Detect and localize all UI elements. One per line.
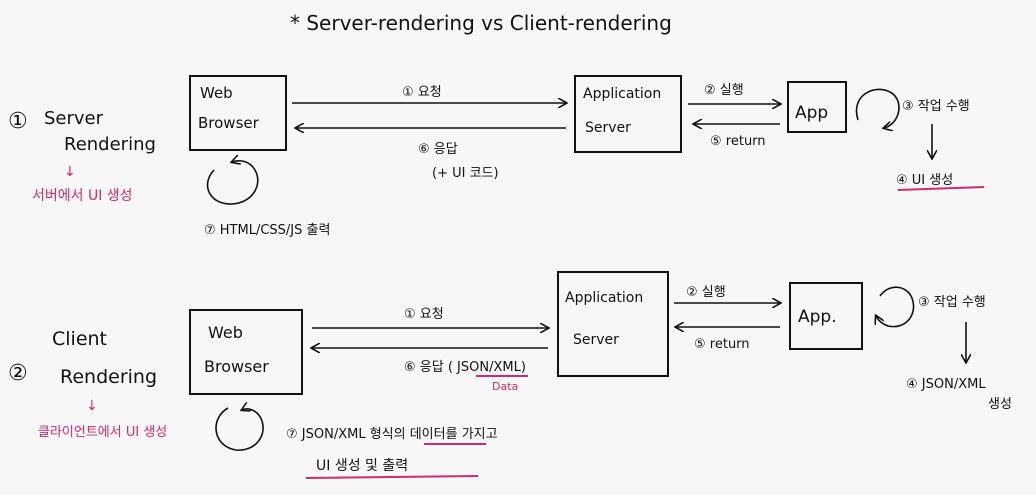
- client-step6-label: ⑥ 응답 ( JSON/XML): [404, 360, 526, 375]
- client-label-line2: Rendering: [60, 366, 157, 388]
- server-browser-line1: Web: [200, 84, 233, 102]
- client-browser-line1: Web: [208, 323, 243, 342]
- server-app-label: App: [795, 103, 828, 123]
- server-rendering-section: ① Server Rendering ↓ 서버에서 UI 생성 Web Brow…: [8, 75, 985, 238]
- client-data-note: Data: [492, 380, 518, 393]
- client-app-label: App.: [798, 307, 837, 327]
- server-step6-line1: ⑥ 응답: [418, 142, 458, 157]
- server-step6-line2: (+ UI 코드): [432, 166, 499, 181]
- server-label-line2: Rendering: [64, 134, 156, 155]
- client-step5-label: ⑤ return: [694, 337, 750, 352]
- server-step4-underline: [897, 186, 985, 191]
- client-step7-underline: [305, 475, 479, 479]
- server-appserver-box: [574, 75, 682, 153]
- client-browser-line2: Browser: [204, 357, 269, 376]
- server-browser-box: [189, 75, 287, 151]
- client-rendering-section: ② Client Rendering ↓ 클라이언트에서 UI 생성 Web B…: [8, 271, 1012, 479]
- server-browser-line2: Browser: [198, 114, 260, 132]
- server-section-number: ①: [8, 109, 28, 134]
- client-step1-label: ① 요청: [404, 307, 444, 322]
- client-browser-loop: [215, 408, 264, 451]
- server-step3-label: ③ 작업 수행: [902, 98, 970, 114]
- client-app-box: [789, 282, 863, 350]
- server-app-box: [787, 81, 847, 133]
- server-step1-label: ① 요청: [402, 85, 442, 100]
- client-step4-line2: 생성: [988, 397, 1012, 412]
- server-label-line1: Server: [44, 108, 104, 129]
- client-label-line1: Client: [52, 328, 107, 350]
- server-step7-label: ⑦ HTML/CSS/JS 출력: [204, 223, 330, 238]
- client-step7-line2: UI 생성 및 출력: [316, 458, 408, 474]
- client-appserver-box: [557, 271, 669, 377]
- server-appserver-line1: Application: [583, 86, 661, 102]
- server-down-arrow: ↓: [64, 164, 76, 180]
- client-step4-line1: ④ JSON/XML: [906, 377, 986, 392]
- diagram-title: * Server-rendering vs Client-rendering: [290, 11, 672, 35]
- client-step3-label: ③ 작업 수행: [918, 294, 986, 310]
- server-browser-loop: [206, 161, 259, 205]
- client-step7-line1: ⑦ JSON/XML 형식의 데이터를 가지고: [286, 427, 498, 442]
- client-appserver-line1: Application: [565, 290, 643, 306]
- server-step2-label: ② 실행: [704, 82, 744, 98]
- server-step4-label: ④ UI 생성: [896, 173, 953, 188]
- server-step5-label: ⑤ return: [710, 134, 766, 149]
- client-down-arrow: ↓: [86, 398, 98, 414]
- client-browser-box: [189, 309, 303, 395]
- client-app-loop: [876, 286, 915, 328]
- client-section-number: ②: [8, 361, 28, 386]
- server-sub-label: 서버에서 UI 생성: [32, 188, 133, 204]
- client-appserver-line2: Server: [573, 332, 619, 348]
- server-app-loop: [855, 88, 900, 128]
- client-sub-label: 클라이언트에서 UI 생성: [38, 425, 167, 440]
- server-appserver-line2: Server: [585, 120, 631, 136]
- client-step2-label: ② 실행: [686, 284, 726, 300]
